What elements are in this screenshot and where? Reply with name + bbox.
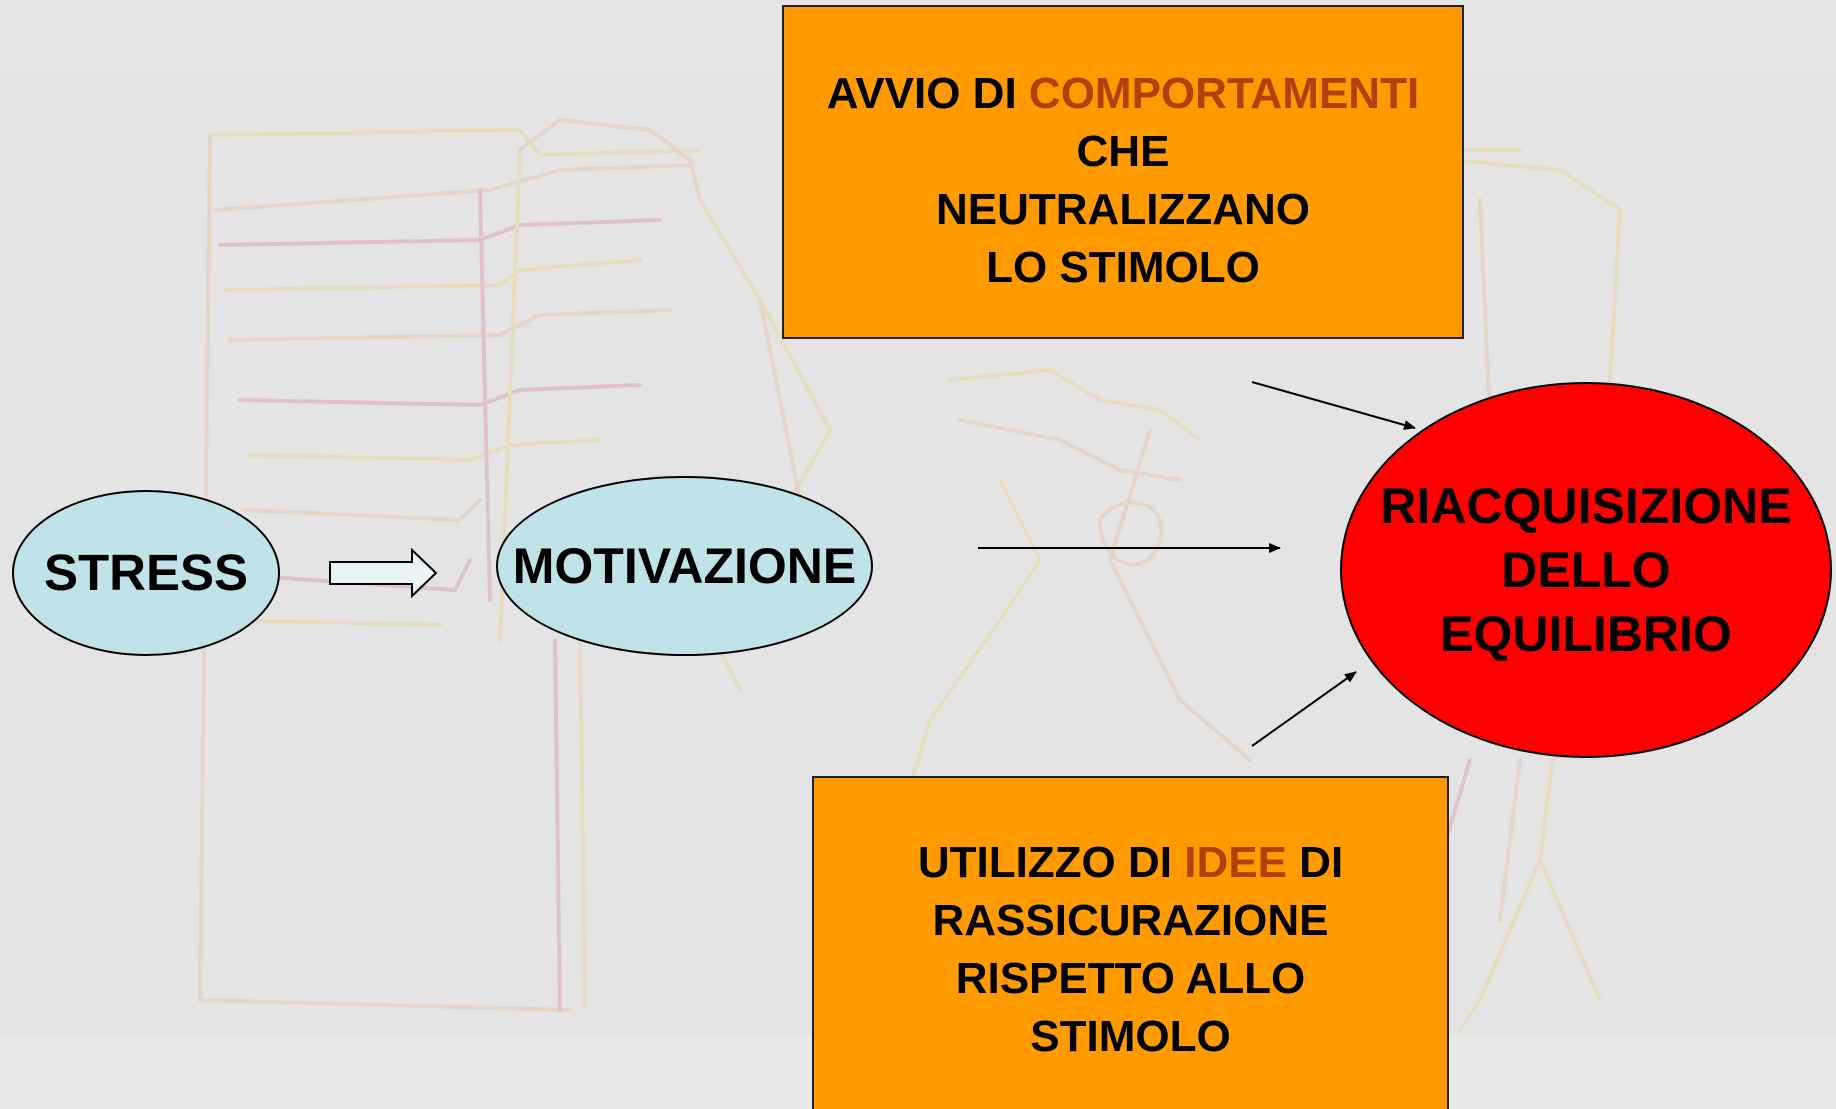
arrow-box-bottom-to-riacquisizione (1251, 671, 1357, 747)
box-avvio-line2: CHE (1076, 127, 1170, 177)
box-avvio-accent: COMPORTAMENTI (1028, 69, 1420, 118)
box-utilizzo-line2: RASSICURAZIONE (932, 896, 1329, 946)
box-utilizzo-text: UTILIZZO DI IDEE DI RASSICURAZIONE RISPE… (918, 834, 1343, 1066)
box-utilizzo-line3: RISPETTO ALLO (955, 954, 1306, 1004)
box-avvio-line4: LO STIMOLO (986, 243, 1260, 293)
node-riacquisizione-line2: DELLO (1501, 542, 1671, 598)
node-riacquisizione-line3: EQUILIBRIO (1440, 606, 1732, 662)
node-motivazione: MOTIVAZIONE (496, 476, 873, 656)
box-avvio-prefix: AVVIO DI (826, 69, 1017, 118)
box-avvio-text: AVVIO DI COMPORTAMENTI CHE NEUTRALIZZANO… (827, 65, 1419, 297)
node-riacquisizione-text: RIACQUISIZIONE DELLO EQUILIBRIO (1380, 474, 1791, 666)
box-utilizzo-accent: IDEE (1184, 838, 1287, 887)
block-arrow-stress-to-motivazione (329, 547, 438, 599)
box-utilizzo-suffix: DI (1299, 838, 1344, 887)
box-utilizzo-idee: UTILIZZO DI IDEE DI RASSICURAZIONE RISPE… (812, 776, 1449, 1109)
box-avvio-comportamenti: AVVIO DI COMPORTAMENTI CHE NEUTRALIZZANO… (782, 5, 1464, 339)
node-riacquisizione: RIACQUISIZIONE DELLO EQUILIBRIO (1340, 382, 1832, 758)
node-riacquisizione-line1: RIACQUISIZIONE (1380, 478, 1792, 534)
box-avvio-line1: AVVIO DI COMPORTAMENTI (827, 65, 1419, 123)
node-stress: STRESS (12, 490, 280, 656)
box-utilizzo-line1: UTILIZZO DI IDEE DI (918, 834, 1343, 892)
node-stress-label: STRESS (43, 544, 249, 602)
box-avvio-line3: NEUTRALIZZANO (936, 185, 1310, 235)
box-utilizzo-line4: STIMOLO (1030, 1012, 1231, 1062)
arrow-box-top-to-riacquisizione (1251, 381, 1416, 430)
node-motivazione-label: MOTIVAZIONE (512, 538, 857, 594)
box-utilizzo-prefix: UTILIZZO DI (917, 838, 1172, 887)
